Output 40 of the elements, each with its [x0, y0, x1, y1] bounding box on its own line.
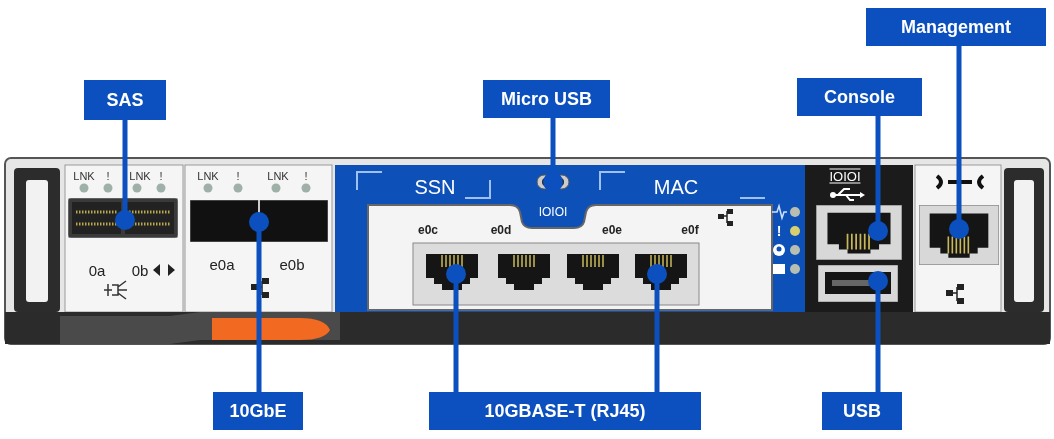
- port-label: e0a: [209, 256, 235, 272]
- sfp-port: [190, 200, 328, 242]
- callout-label: Micro USB: [483, 80, 610, 118]
- callout-label: 10GBASE-T (RJ45): [429, 392, 701, 430]
- led-label: !: [776, 224, 782, 238]
- console-port: [816, 205, 902, 260]
- leader-line: [868, 271, 888, 392]
- section-label: SSN: [414, 177, 456, 197]
- leader-line: [115, 120, 135, 230]
- led-label: LNK: [73, 170, 95, 182]
- callout-label: SAS: [84, 80, 166, 120]
- led-label: !: [236, 170, 240, 182]
- led-label: LNK: [267, 170, 289, 182]
- leader-line: [647, 264, 667, 392]
- led-label: !: [159, 170, 163, 182]
- port-label: e0e: [602, 224, 622, 236]
- callout-label: Console: [797, 78, 922, 116]
- led-label: LNK: [197, 170, 219, 182]
- port-label: IOIOI: [829, 168, 861, 184]
- ethernet-port: [919, 205, 999, 265]
- leader-line: [446, 264, 466, 392]
- callout-label: 10GbE: [213, 392, 303, 430]
- leader-line: [249, 212, 269, 392]
- leader-line: [868, 116, 888, 241]
- port-label: 0b: [131, 262, 149, 278]
- led-label: LNK: [129, 170, 151, 182]
- led-label: !: [106, 170, 110, 182]
- section-label: MAC: [653, 177, 699, 197]
- port-label: e0b: [279, 256, 305, 272]
- callout-label: USB: [822, 392, 902, 430]
- leader-line: [949, 46, 969, 239]
- port-label: e0c: [418, 224, 438, 236]
- port-label: e0f: [681, 224, 699, 236]
- port-label: IOIOI: [538, 206, 568, 218]
- port-label: e0d: [490, 224, 512, 236]
- led-label: !: [304, 170, 308, 182]
- sas-port: [68, 198, 178, 238]
- port-label: 0a: [88, 262, 106, 278]
- callout-label: Management: [866, 8, 1046, 46]
- leader-line: [543, 118, 563, 192]
